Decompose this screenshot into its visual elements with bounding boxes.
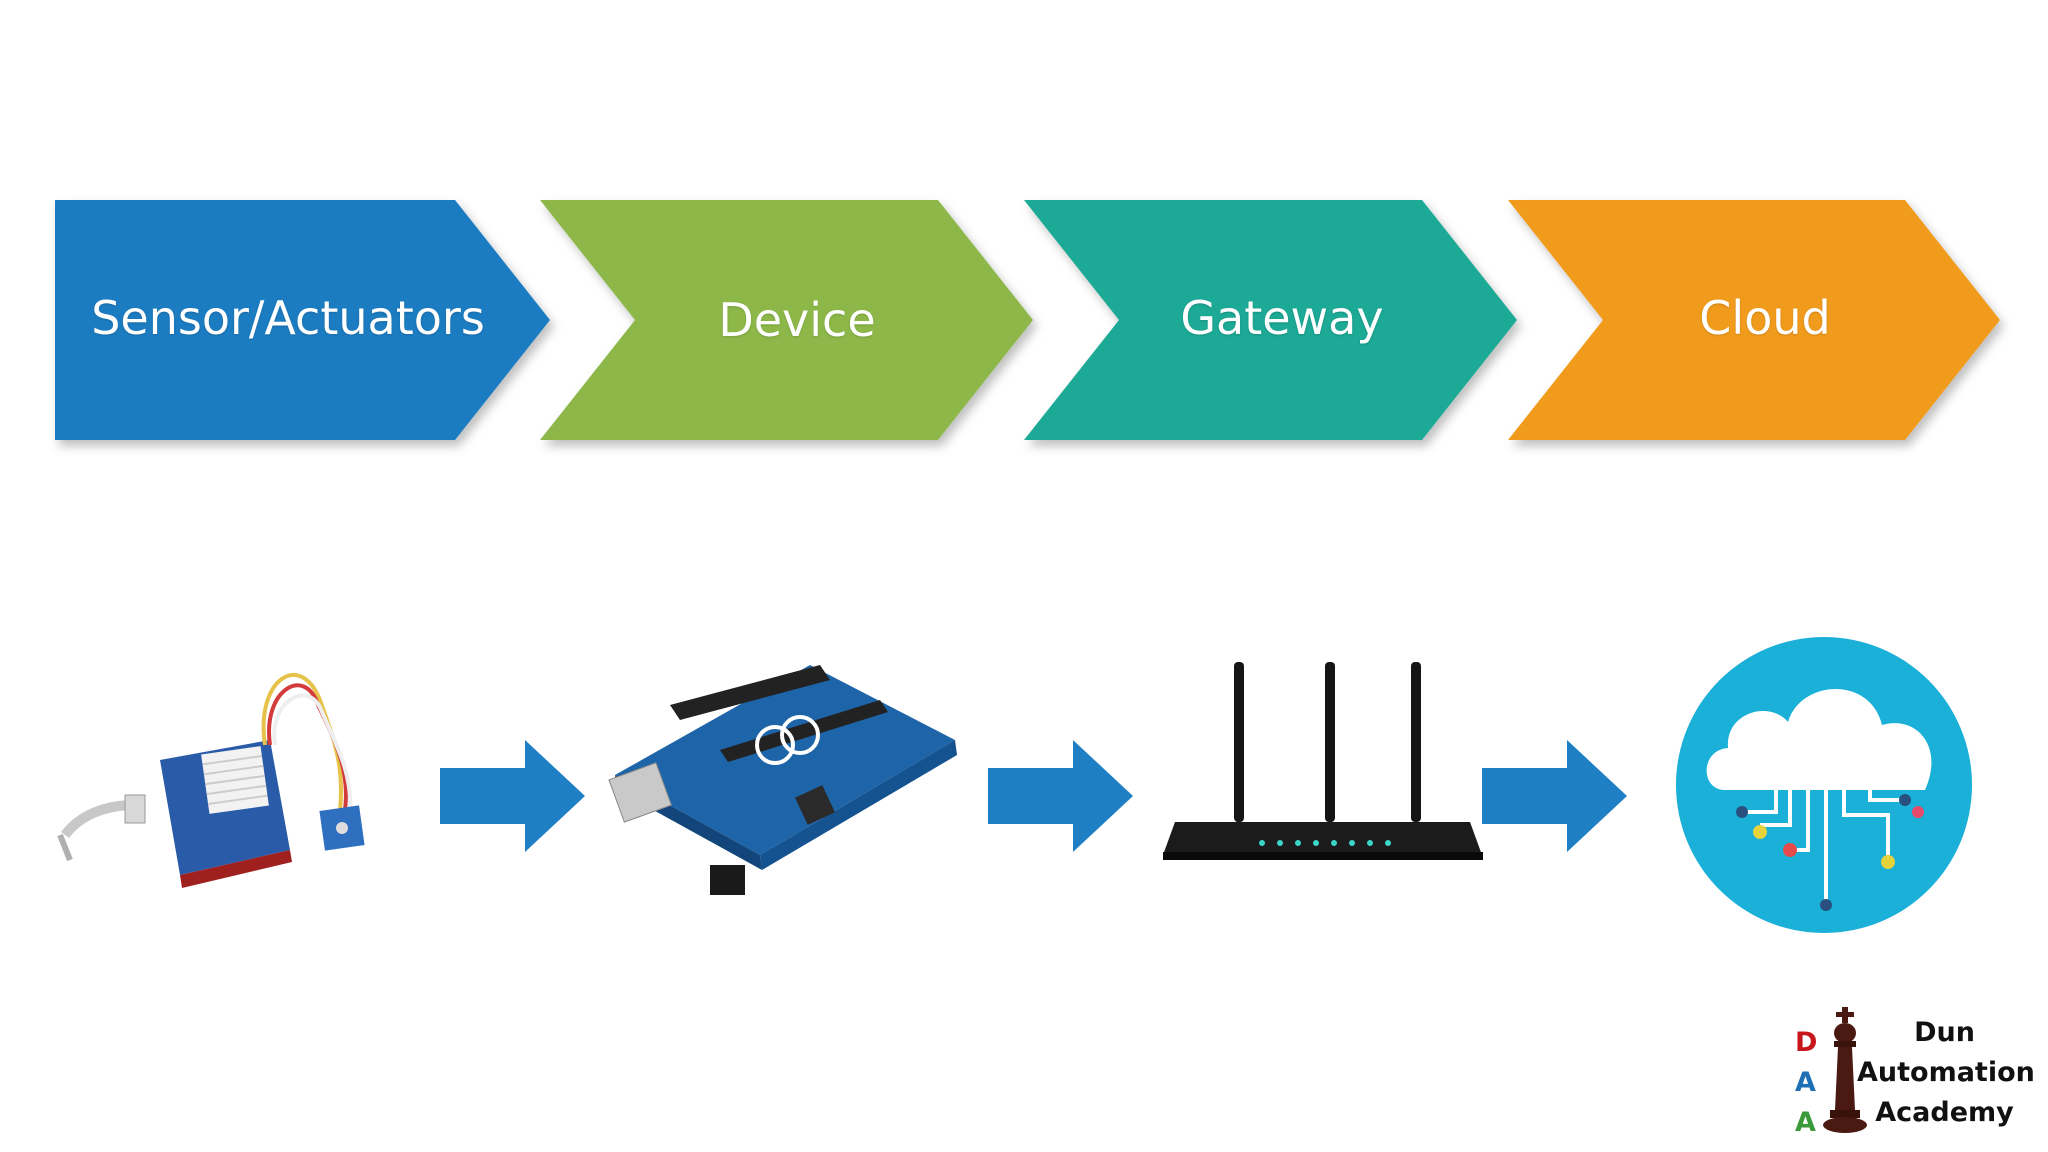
router-icon bbox=[1163, 662, 1483, 860]
chevron-cloud bbox=[1508, 200, 2000, 440]
logo-initial-a2: A bbox=[1795, 1107, 1816, 1138]
academy-logo: D A A Dun Automation Academy bbox=[1785, 1005, 2035, 1140]
stage-label-cloud: Cloud bbox=[1699, 291, 1831, 345]
stage-label-device: Device bbox=[718, 293, 876, 347]
arduino-board-icon bbox=[608, 665, 957, 895]
stage-chevrons bbox=[55, 200, 2000, 440]
flow-arrow-2 bbox=[988, 740, 1133, 852]
logo-initials: D A A bbox=[1795, 1023, 1825, 1143]
cloud-network-icon bbox=[1676, 637, 1972, 933]
device-row bbox=[57, 637, 1972, 933]
logo-wordmark: Dun Automation Academy bbox=[1857, 1013, 2035, 1133]
chevron-sensor-actuators bbox=[55, 200, 550, 440]
chevron-device bbox=[540, 200, 1033, 440]
flow-arrow-3 bbox=[1482, 740, 1627, 852]
chess-king-icon bbox=[1823, 1007, 1867, 1133]
logo-word-automation: Automation bbox=[1857, 1057, 2035, 1088]
chevron-gateway bbox=[1024, 200, 1517, 440]
logo-word-dun: Dun bbox=[1914, 1017, 1975, 1048]
stage-label-sensor-actuators: Sensor/Actuators bbox=[91, 291, 485, 345]
sensor-board-icon bbox=[57, 673, 365, 888]
logo-word-academy: Academy bbox=[1875, 1097, 2014, 1128]
logo-initial-a1: A bbox=[1795, 1067, 1816, 1098]
logo-initial-d: D bbox=[1795, 1027, 1818, 1058]
flow-arrow-1 bbox=[440, 740, 585, 852]
stage-label-gateway: Gateway bbox=[1180, 291, 1384, 345]
